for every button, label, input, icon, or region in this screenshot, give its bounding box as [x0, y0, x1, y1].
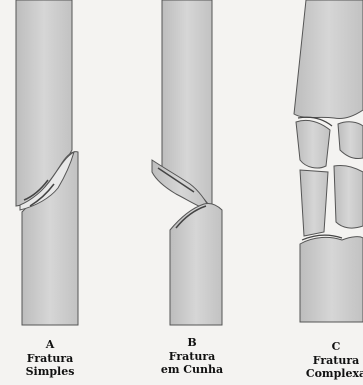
caption-a-line1: Fratura	[16, 352, 84, 365]
bone-c-upper-fragment	[294, 0, 363, 119]
panel-b-wedge-fracture	[152, 0, 222, 325]
bone-c-fragment-1	[296, 120, 330, 168]
caption-b-line2: em Cunha	[152, 363, 232, 376]
caption-b-letter: B	[152, 336, 232, 349]
panel-c-complex-fracture	[294, 0, 363, 322]
bone-c-fragment-2	[338, 122, 363, 159]
caption-b: B Fratura em Cunha	[152, 336, 232, 376]
caption-c-line1: Fratura	[296, 354, 363, 367]
caption-c-line2: Complexa	[296, 367, 363, 380]
caption-b-line1: Fratura	[152, 350, 232, 363]
bone-c-lower-fragment	[300, 237, 363, 322]
bone-c-fragment-3	[300, 170, 328, 236]
caption-c: C Fratura Complexa	[296, 340, 363, 380]
caption-a: A Fratura Simples	[16, 338, 84, 378]
caption-a-letter: A	[16, 338, 84, 351]
caption-a-line2: Simples	[16, 365, 84, 378]
bone-b-lower-fragment	[170, 203, 222, 325]
panel-a-simple-fracture	[16, 0, 78, 325]
bone-c-fragment-4	[334, 165, 363, 228]
caption-c-letter: C	[296, 340, 363, 353]
